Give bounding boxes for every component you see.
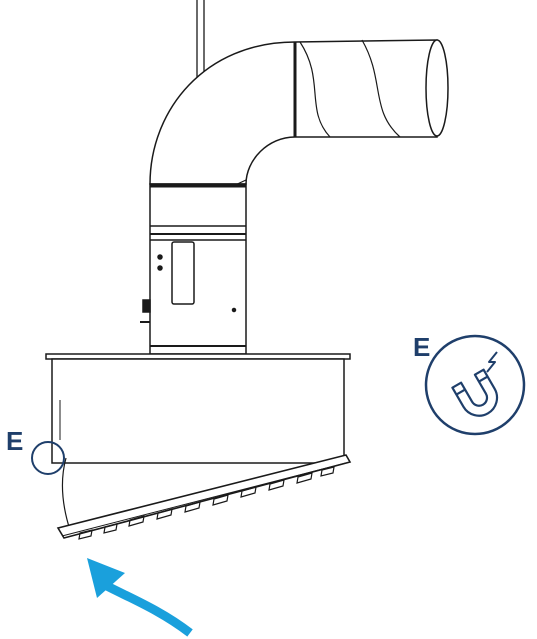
hood-body [45, 353, 351, 464]
detail-marker-e: E [6, 426, 65, 475]
magnet-callout-label: E [413, 332, 430, 362]
curved-arrow-icon [87, 558, 193, 637]
magnet-callout-circle [424, 334, 526, 436]
detail-marker-label: E [6, 426, 23, 456]
magnet-icon [451, 368, 499, 417]
lightning-bolt-icon [486, 351, 498, 373]
filter-panel [56, 454, 352, 540]
magnet-callout: E [413, 332, 526, 436]
vertical-duct [140, 183, 247, 355]
detail-marker-circle [31, 441, 65, 475]
